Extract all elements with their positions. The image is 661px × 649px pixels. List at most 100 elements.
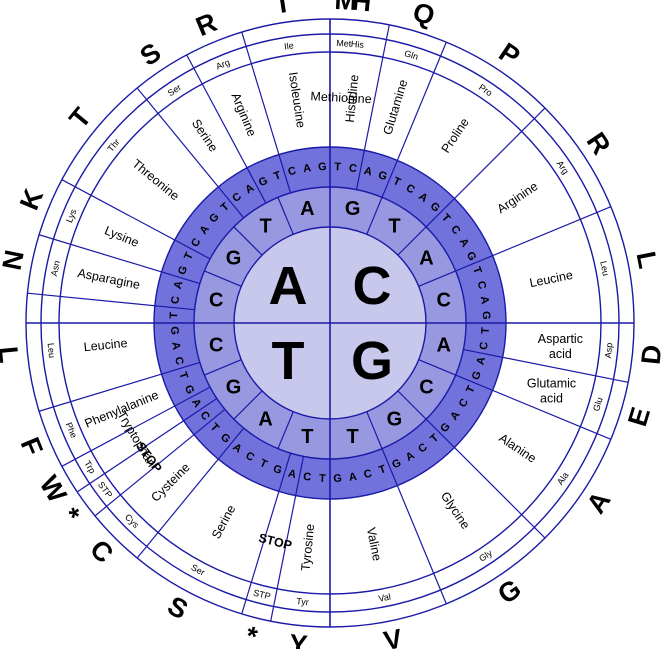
amino-acid-divider [241,31,292,194]
amino-acid-divider [355,24,390,190]
second-base-divider [366,411,383,449]
amino-acid-name: Histidine [343,74,362,123]
second-base-label: A [258,408,272,430]
second-base-label: G [226,248,242,270]
amino-acid-abbreviation: His [350,39,364,50]
second-base-label: G [345,198,361,220]
second-base-divider [418,270,456,287]
third-base-label: G [318,161,327,173]
amino-acid-divider [455,206,612,272]
second-base-divider [277,197,294,235]
amino-acid-letter: I [277,0,289,19]
third-base-label: A [348,471,358,484]
amino-acid-divider [425,418,546,539]
third-base-label: A [169,341,182,351]
second-base-divider [397,390,427,420]
second-base-label: C [437,289,451,311]
second-base-label: T [388,216,400,238]
second-base-divider [418,359,456,376]
amino-acid-abbreviation: Tyr [296,596,309,607]
amino-acid-divider [94,408,226,517]
second-base-divider [233,390,263,420]
amino-acid-abbreviation: Glu [591,396,605,412]
third-base-label: A [478,295,491,305]
third-base-label: G [168,326,180,335]
second-base-label: C [209,289,223,311]
second-base-divider [397,226,427,256]
third-base-label: C [302,471,312,484]
amino-acid-letter: L [0,345,24,364]
amino-acid-letter: S [163,590,193,625]
amino-acid-abbreviation: Asn [49,260,62,277]
amino-acid-letter: M [334,0,358,16]
amino-acid-divider [425,107,546,228]
amino-acid-divider [270,456,305,622]
third-base-label: T [334,161,342,173]
amino-acid-name-line: acid [549,347,572,361]
amino-acid-abbreviation: Leu [46,342,57,358]
amino-acid-divider [27,292,195,311]
amino-acid-abbreviation: Arg [214,57,231,72]
third-base-label: C [169,295,182,305]
amino-acid-divider [38,234,201,285]
third-base-label: T [319,473,327,485]
second-base-label: A [300,198,314,220]
second-base-divider [366,197,383,235]
amino-acid-letter: A [581,486,617,519]
amino-acid-letter: T [63,102,97,134]
third-base-label: G [333,473,342,485]
amino-acid-letter: E [622,404,656,430]
second-base-label: C [419,376,433,398]
second-base-label: G [387,408,403,430]
amino-acid-abbreviation: STP [252,588,271,602]
third-base-label: G [376,169,388,183]
amino-acid-abbreviation: Lys [64,207,79,224]
amino-acid-divider [381,41,447,198]
amino-acid-divider [241,452,292,615]
amino-acid-divider [76,398,218,493]
amino-acid-abbreviation: Met [336,38,352,49]
amino-acid-name-line: acid [540,392,563,406]
amino-acid-letter: R [581,127,617,160]
third-base-label: G [271,463,283,477]
amino-acid-letter: Q [409,0,438,31]
amino-acid-name: Tyrosine [299,523,318,571]
third-base-label: G [176,264,190,276]
third-base-label: T [464,384,478,395]
amino-acid-letter: N [0,248,30,273]
amino-acid-divider [61,179,211,260]
amino-acid-letter: P [494,37,526,72]
third-base-label: G [480,311,492,320]
amino-acid-divider [136,87,245,219]
third-base-label: C [475,280,489,291]
third-base-label: C [348,162,358,175]
amino-acid-letter: * [55,502,86,529]
second-base-divider [204,359,242,376]
third-base-label: C [172,356,186,367]
amino-acid-name: Methionine [310,89,372,106]
amino-acid-abbreviation: Val [378,592,392,604]
third-base-label: C [363,468,374,482]
third-base-label: T [272,169,283,183]
first-base-label: G [351,331,393,391]
amino-acid-divider [186,54,267,204]
amino-acid-divider [136,427,245,559]
amino-acid-name: Valine [364,526,384,562]
first-base-label: A [269,256,308,316]
amino-acid-letter: F [15,433,49,460]
second-base-divider [233,226,263,256]
second-base-label: C [209,335,223,357]
third-base-label: C [287,165,298,179]
amino-acid-abbreviation: Leu [598,260,611,277]
first-base-label: C [353,256,392,316]
amino-acid-divider [61,386,211,467]
amino-acid-letter: S [135,37,167,72]
third-base-label: G [470,369,484,381]
third-base-label: C [478,341,491,351]
first-base-label: T [272,331,305,391]
third-base-label: T [176,370,190,381]
amino-acid-letter: R [192,7,221,42]
amino-acid-divider [38,361,201,412]
